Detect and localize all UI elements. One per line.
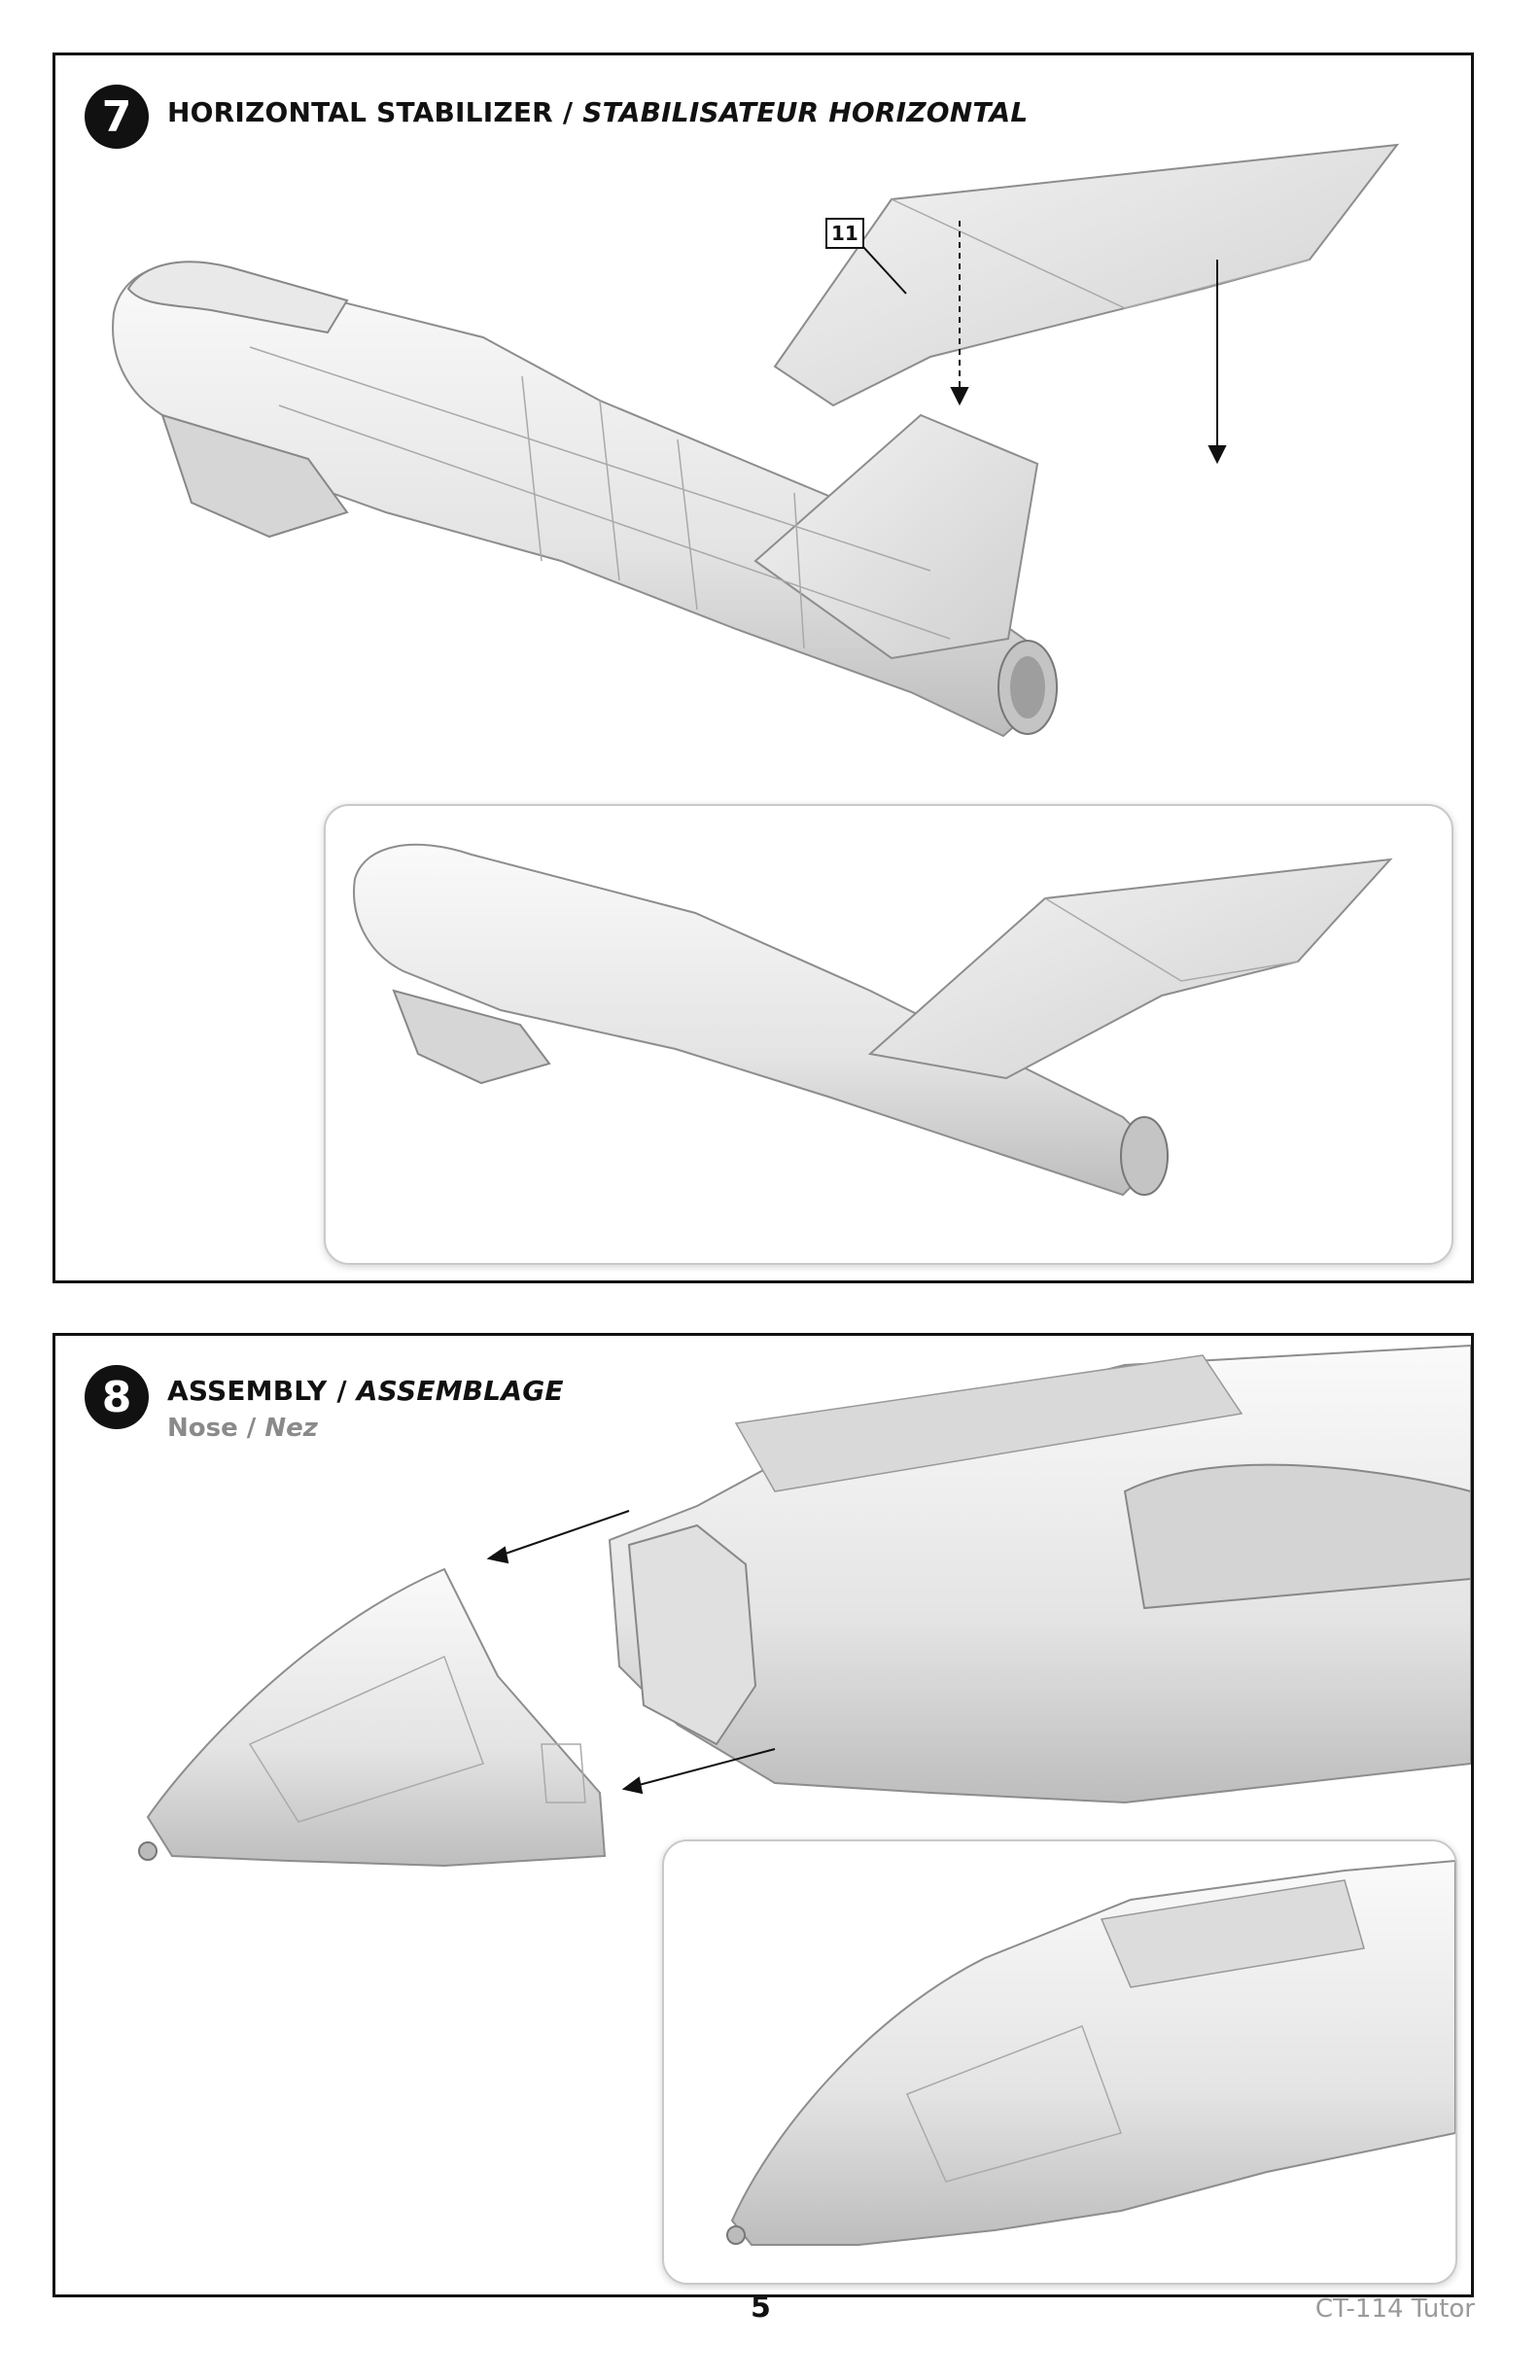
page-number: 5 — [751, 2291, 771, 2325]
assembled-nose-illustration — [726, 1859, 1455, 2246]
step-subtitle: Nose / Nez — [167, 1414, 318, 1443]
step-title-fr: STABILISATEUR HORIZONTAL — [582, 96, 1029, 128]
nose-assembly-illustration — [138, 1344, 1471, 1868]
step-7-panel: 7 HORIZONTAL STABILIZER / STABILISATEUR … — [52, 52, 1474, 1283]
assembled-tail-illustration — [353, 843, 1393, 1197]
step-subtitle-en: Nose / — [167, 1414, 257, 1443]
step-7-result-inset — [324, 804, 1453, 1265]
part-number-callout: 11 — [825, 218, 864, 249]
fuselage-stabilizer-illustration — [112, 143, 1400, 738]
step-title-en: HORIZONTAL STABILIZER / — [167, 96, 574, 128]
step-8-panel: 8 ASSEMBLY / ASSEMBLAGE Nose / Nez — [52, 1333, 1474, 2297]
model-name: CT-114 Tutor — [1314, 2294, 1475, 2324]
step-8-result-inset — [662, 1839, 1457, 2285]
step-number-badge: 8 — [85, 1365, 149, 1429]
step-title: ASSEMBLY / ASSEMBLAGE — [167, 1375, 564, 1407]
step-number-badge: 7 — [85, 85, 149, 149]
step-title-en: ASSEMBLY / — [167, 1375, 347, 1407]
step-title: HORIZONTAL STABILIZER / STABILISATEUR HO… — [167, 96, 1028, 128]
step-title-fr: ASSEMBLAGE — [356, 1375, 564, 1407]
step-subtitle-fr: Nez — [264, 1414, 318, 1443]
